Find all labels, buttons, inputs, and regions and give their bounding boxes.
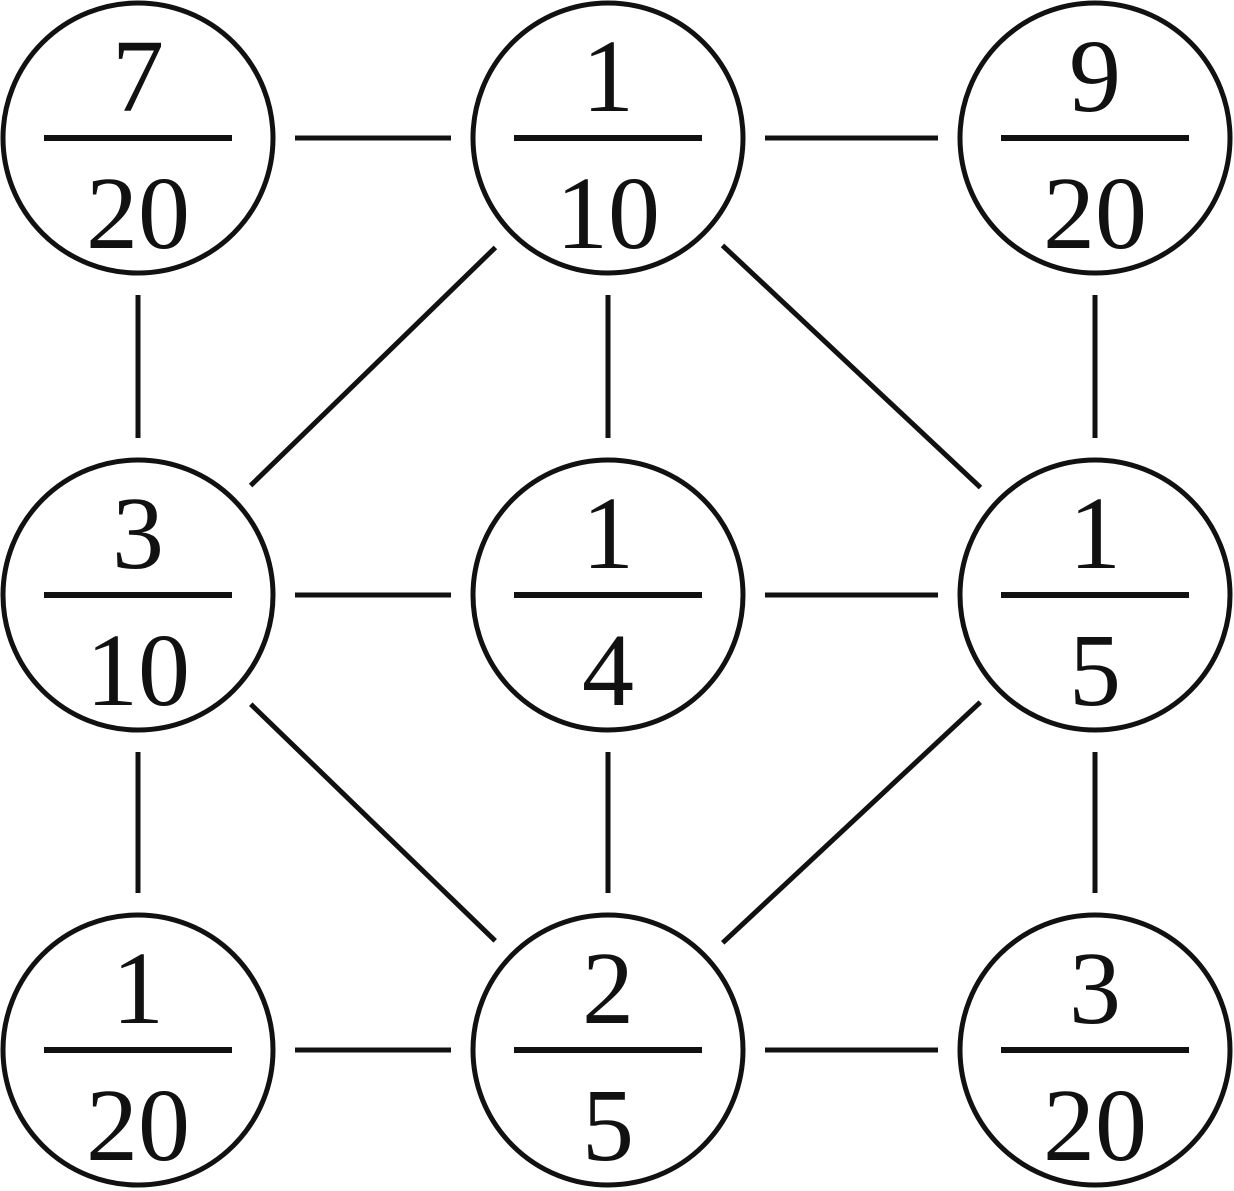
edge-r0c1-r1c2 <box>720 243 983 490</box>
denominator: 4 <box>582 613 634 728</box>
denominator: 20 <box>1043 156 1147 271</box>
denominator: 20 <box>1043 1068 1147 1183</box>
denominator: 10 <box>86 613 190 728</box>
numerator: 9 <box>1069 19 1121 134</box>
node-r0c0: 720 <box>0 0 276 276</box>
node-r2c2: 320 <box>957 912 1233 1188</box>
node-r2c1: 25 <box>470 912 746 1188</box>
numerator: 7 <box>112 19 164 134</box>
node-r2c0: 120 <box>0 912 276 1188</box>
node-r1c2: 15 <box>957 457 1233 733</box>
denominator: 5 <box>1069 613 1121 728</box>
denominator: 5 <box>582 1068 634 1183</box>
numerator: 1 <box>582 476 634 591</box>
numerator: 2 <box>582 931 634 1046</box>
edge-r1c0-r2c1 <box>249 702 497 943</box>
node-r1c0: 310 <box>0 457 276 733</box>
node-r0c1: 110 <box>470 0 746 276</box>
numerator: 3 <box>112 476 164 591</box>
numerator: 3 <box>1069 931 1121 1046</box>
numerator: 1 <box>1069 476 1121 591</box>
denominator: 20 <box>86 1068 190 1183</box>
edges <box>135 135 1098 1053</box>
numerator: 1 <box>112 931 164 1046</box>
node-r0c2: 920 <box>957 0 1233 276</box>
denominator: 10 <box>556 156 660 271</box>
denominator: 20 <box>86 156 190 271</box>
numerator: 1 <box>582 19 634 134</box>
node-r1c1: 14 <box>470 457 746 733</box>
edge-r0c1-r1c0 <box>248 245 498 488</box>
edge-r1c2-r2c1 <box>720 700 983 945</box>
